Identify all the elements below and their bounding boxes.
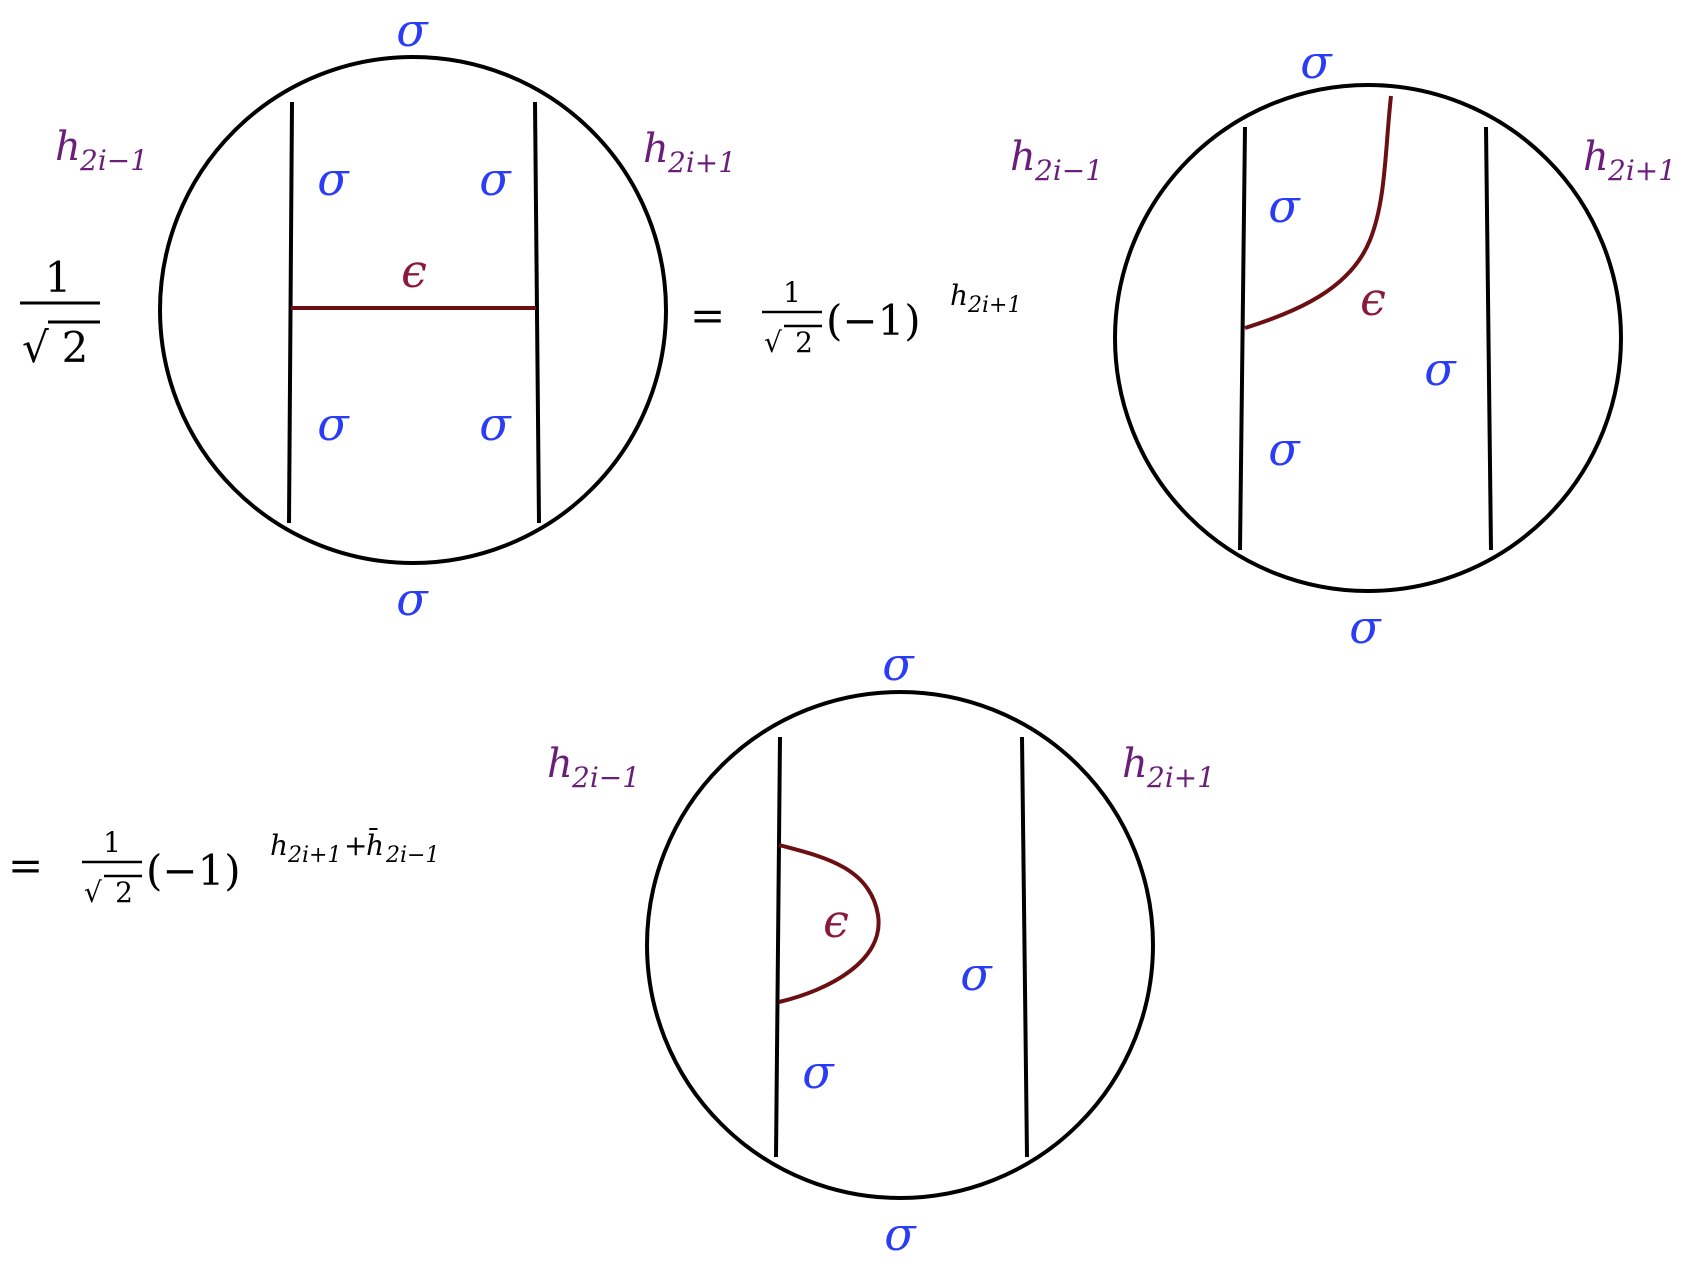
eq2-exp-h: h xyxy=(270,829,288,862)
equals-sign-2: = xyxy=(8,841,43,890)
svg-text:h: h xyxy=(643,126,669,172)
sigma-label-upper-right: σ xyxy=(479,152,512,206)
diagram-3: σ σ σ σ ϵ h 2i−1 h 2i+1 xyxy=(547,637,1215,1261)
svg-text:h: h xyxy=(547,741,573,787)
h-label-left: h 2i−1 xyxy=(547,741,640,794)
epsilon-label: ϵ xyxy=(823,894,849,948)
sigma-label-lower-left: σ xyxy=(1268,422,1301,476)
diagram-1: 1 √ 2 σ σ σ σ σ σ ϵ h 2i−1 h 2i+1 xyxy=(20,3,736,626)
svg-text:h: h xyxy=(1583,134,1609,180)
disk-boundary xyxy=(645,690,1155,1200)
sigma-line-right xyxy=(1020,736,1029,1158)
disk-boundary xyxy=(158,55,668,565)
epsilon-label: ϵ xyxy=(1360,272,1386,326)
prefactor-sqrt: √ xyxy=(22,323,49,372)
prefactor-1: 1 √ 2 xyxy=(20,253,100,372)
svg-text:2i+1: 2i+1 xyxy=(1607,154,1676,187)
sigma-line-left xyxy=(1238,126,1247,551)
svg-text:2i−1: 2i−1 xyxy=(571,761,640,794)
eq2-exp-hbar: h̄ xyxy=(366,827,384,862)
eq2-exp-plus: + xyxy=(344,829,367,862)
epsilon-label: ϵ xyxy=(401,244,427,298)
diagram-2: σ σ σ σ σ ϵ h 2i−1 h 2i+1 xyxy=(1010,35,1676,654)
equation-1: = 1 √ 2 (−1) h 2i+1 xyxy=(690,276,1021,359)
svg-text:2i−1: 2i−1 xyxy=(79,144,148,177)
sigma-label-right: σ xyxy=(960,947,993,1001)
eq1-exp-h: h xyxy=(950,279,968,312)
equation-2: = 1 √ 2 (−1) h 2i+1 + h̄ 2i−1 xyxy=(8,826,439,909)
epsilon-arc xyxy=(778,843,881,1004)
sigma-line-left xyxy=(287,101,294,524)
sigma-label-top: σ xyxy=(882,637,915,691)
epsilon-curve xyxy=(1244,95,1393,330)
h-label-right: h 2i+1 xyxy=(1122,741,1215,794)
sigma-label-bottom: σ xyxy=(884,1207,917,1261)
eq1-exp-sub: 2i+1 xyxy=(967,293,1021,318)
svg-text:h: h xyxy=(1010,134,1036,180)
eq2-numerator: 1 xyxy=(103,826,121,859)
prefactor-numerator: 1 xyxy=(45,253,72,302)
svg-text:h: h xyxy=(1122,741,1148,787)
eq2-exp-sub1: 2i+1 xyxy=(287,843,341,868)
svg-text:2i+1: 2i+1 xyxy=(667,146,736,179)
sigma-label-upper-left: σ xyxy=(1268,179,1301,233)
sigma-label-top: σ xyxy=(396,3,429,57)
h-label-left: h 2i−1 xyxy=(55,124,148,177)
equals-sign-1: = xyxy=(690,291,725,340)
sigma-line-right xyxy=(1484,126,1493,551)
eq1-numerator: 1 xyxy=(783,276,801,309)
svg-text:h: h xyxy=(55,124,81,170)
sigma-label-lower-left: σ xyxy=(317,397,350,451)
eq2-denominator: 2 xyxy=(115,876,133,909)
sigma-label-bottom: σ xyxy=(1349,600,1382,654)
eq1-sqrt: √ xyxy=(764,326,782,359)
eq1-denominator: 2 xyxy=(795,326,813,359)
h-label-left: h 2i−1 xyxy=(1010,134,1103,187)
disk-boundary xyxy=(1113,83,1623,593)
eq2-exp-sub2: 2i−1 xyxy=(385,843,439,868)
h-label-right: h 2i+1 xyxy=(1583,134,1676,187)
eq2-minus-one: (−1) xyxy=(146,846,241,895)
sigma-label-lower-right: σ xyxy=(479,397,512,451)
eq2-sqrt: √ xyxy=(84,876,102,909)
sigma-label-lower-left: σ xyxy=(802,1045,835,1099)
svg-text:2i−1: 2i−1 xyxy=(1034,154,1103,187)
sigma-label-upper-left: σ xyxy=(317,152,350,206)
svg-text:2i+1: 2i+1 xyxy=(1146,761,1215,794)
sigma-line-left xyxy=(774,736,782,1158)
prefactor-denominator: 2 xyxy=(62,323,89,372)
sigma-label-top: σ xyxy=(1300,35,1333,89)
sigma-label-right: σ xyxy=(1424,342,1457,396)
sigma-line-right xyxy=(533,101,541,524)
eq1-minus-one: (−1) xyxy=(826,296,921,345)
h-label-right: h 2i+1 xyxy=(643,126,736,179)
sigma-label-bottom: σ xyxy=(396,572,429,626)
